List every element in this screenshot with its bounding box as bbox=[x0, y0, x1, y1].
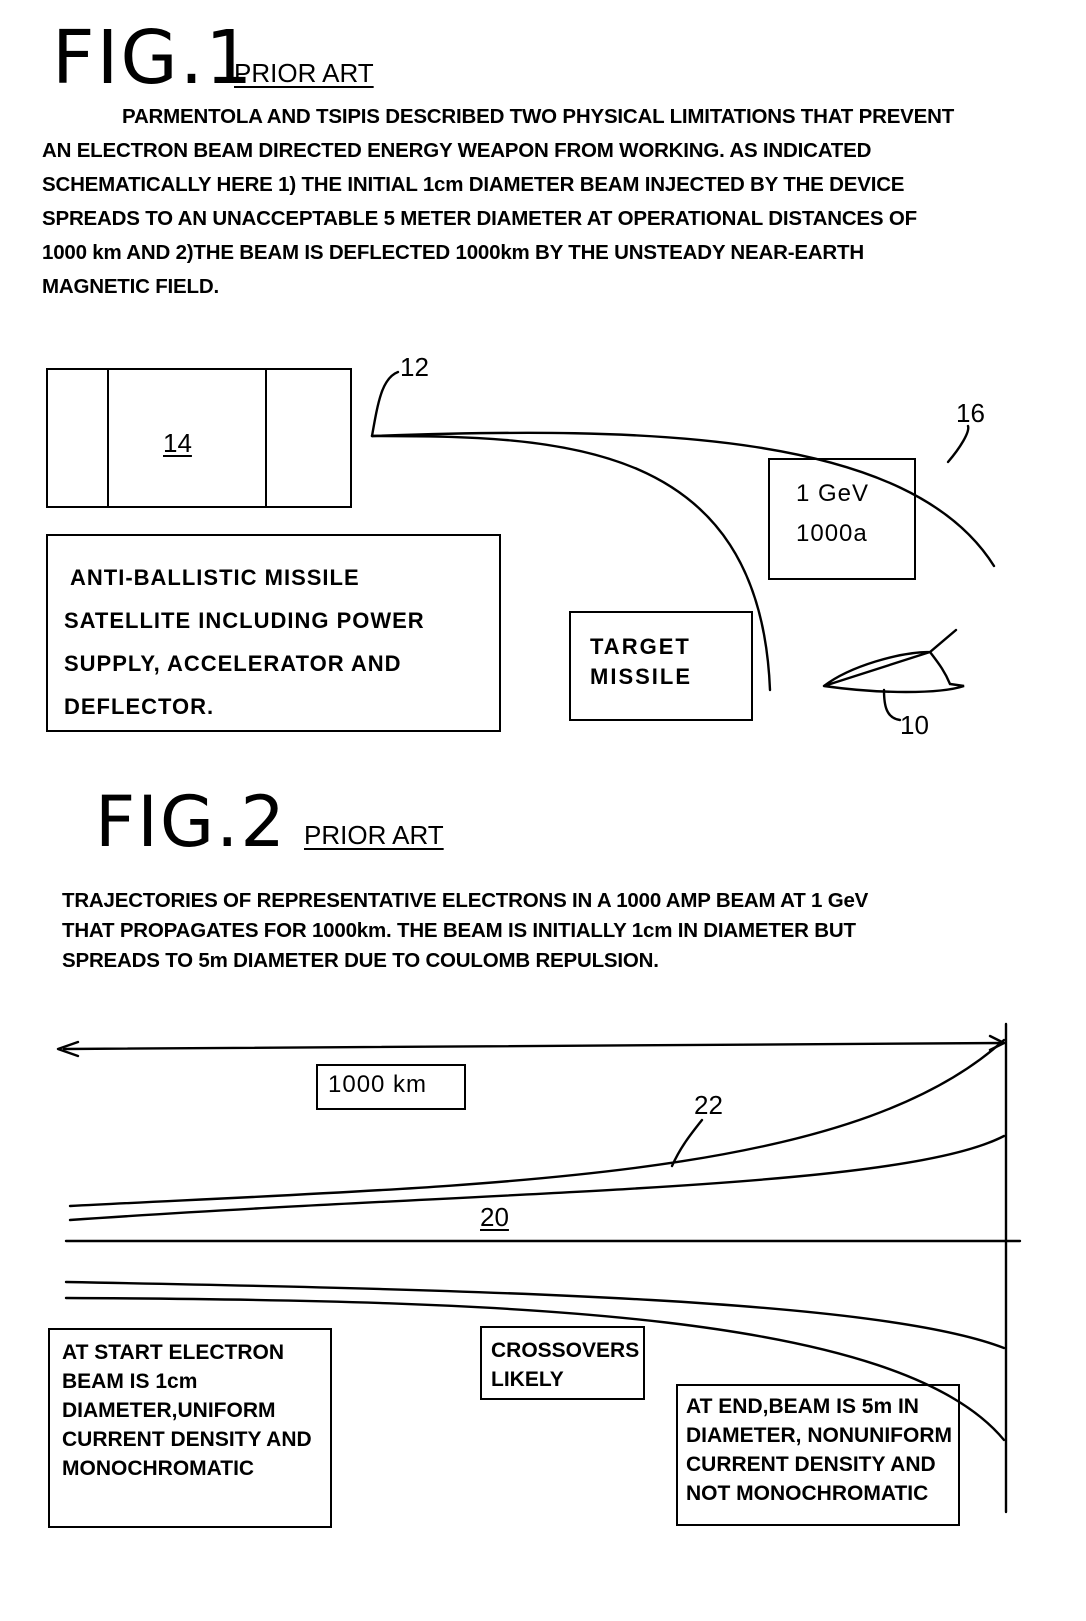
fig1-description-line: SPREADS TO AN UNACCEPTABLE 5 METER DIAME… bbox=[42, 207, 917, 230]
distance-label: 1000 km bbox=[328, 1071, 428, 1098]
end-condition-line: NOT MONOCHROMATIC bbox=[686, 1482, 929, 1505]
start-condition-box bbox=[48, 1328, 332, 1528]
fig1-description-line: PARMENTOLA AND TSIPIS DESCRIBED TWO PHYS… bbox=[122, 105, 955, 128]
start-condition-line: MONOCHROMATIC bbox=[62, 1457, 255, 1480]
trajectory-inner-upper-20 bbox=[68, 1134, 1006, 1222]
leader-16 bbox=[946, 424, 970, 464]
start-condition-line: CURRENT DENSITY AND bbox=[62, 1428, 312, 1451]
fig1-description-line: SCHEMATICALLY HERE 1) THE INITIAL 1cm DI… bbox=[42, 173, 905, 196]
target-missile-line: MISSILE bbox=[590, 664, 693, 689]
ref-numeral-22: 22 bbox=[694, 1090, 723, 1120]
crossover-line: LIKELY bbox=[491, 1368, 564, 1391]
fig2-description-line: THAT PROPAGATES FOR 1000km. THE BEAM IS … bbox=[62, 919, 856, 942]
target-missile-icon bbox=[822, 628, 965, 694]
satellite-description-line: SUPPLY, ACCELERATOR AND bbox=[64, 651, 402, 676]
fig1-description-line: 1000 km AND 2)THE BEAM IS DEFLECTED 1000… bbox=[42, 241, 864, 264]
end-condition-line: DIAMETER, NONUNIFORM bbox=[686, 1424, 952, 1447]
satellite-description: ANTI-BALLISTIC MISSILE SATELLITE INCLUDI… bbox=[64, 556, 425, 728]
crossover-line: CROSSOVERS bbox=[491, 1339, 640, 1362]
fig1-beam-path-16 bbox=[370, 431, 996, 568]
start-condition-line: BEAM IS 1cm bbox=[62, 1370, 198, 1393]
fig2-description-line: SPREADS TO 5m DIAMETER DUE TO COULOMB RE… bbox=[62, 949, 659, 972]
end-condition-line: CURRENT DENSITY AND bbox=[686, 1453, 936, 1476]
fig1-description-line: MAGNETIC FIELD. bbox=[42, 275, 219, 298]
energy-label-line: 1000a bbox=[796, 520, 868, 547]
distance-arrow-line bbox=[62, 1041, 1006, 1051]
distance-arrow-left-head bbox=[56, 1040, 80, 1058]
crossover-label: CROSSOVERS LIKELY bbox=[491, 1336, 639, 1394]
fig2-title: FIG.2 bbox=[95, 781, 287, 863]
energy-label: 1 GeV 1000a bbox=[796, 474, 869, 554]
satellite-description-line: DEFLECTOR. bbox=[64, 694, 215, 719]
end-condition-line: AT END,BEAM IS 5m IN bbox=[686, 1395, 919, 1418]
ref-numeral-10: 10 bbox=[900, 710, 929, 740]
satellite-device-box bbox=[46, 368, 352, 508]
satellite-description-box bbox=[46, 534, 501, 732]
start-condition-line: AT START ELECTRON bbox=[62, 1341, 285, 1364]
target-missile-label: TARGET MISSILE bbox=[590, 632, 692, 692]
ref-numeral-14: 14 bbox=[163, 428, 192, 458]
energy-label-box bbox=[768, 458, 916, 580]
trajectory-inner-lower bbox=[64, 1280, 1006, 1350]
fig1-beam-path-deflected bbox=[370, 434, 772, 692]
trajectory-outer-lower bbox=[64, 1296, 1006, 1442]
ref-numeral-12: 12 bbox=[400, 352, 429, 382]
fig1-description: PARMENTOLA AND TSIPIS DESCRIBED TWO PHYS… bbox=[42, 100, 1052, 304]
satellite-description-line: ANTI-BALLISTIC MISSILE bbox=[70, 565, 360, 590]
leader-10 bbox=[882, 688, 902, 722]
fig2-prior-art-label: PRIOR ART bbox=[304, 820, 444, 850]
fig2-description-line: TRAJECTORIES OF REPRESENTATIVE ELECTRONS… bbox=[62, 889, 869, 912]
distance-label-box bbox=[316, 1064, 466, 1110]
energy-label-line: 1 GeV bbox=[796, 480, 870, 507]
ref-numeral-16: 16 bbox=[956, 398, 985, 428]
satellite-divider-left bbox=[107, 368, 109, 508]
leader-22 bbox=[670, 1118, 704, 1168]
fig1-prior-art-label: PRIOR ART bbox=[234, 58, 374, 88]
satellite-divider-right bbox=[265, 368, 267, 508]
end-condition-box bbox=[676, 1384, 960, 1526]
fig1-description-line: AN ELECTRON BEAM DIRECTED ENERGY WEAPON … bbox=[42, 139, 872, 162]
target-missile-line: TARGET bbox=[590, 634, 691, 659]
start-condition-label: AT START ELECTRON BEAM IS 1cm DIAMETER,U… bbox=[62, 1338, 312, 1483]
leader-12 bbox=[370, 370, 400, 438]
trajectory-outer-upper-22 bbox=[68, 1038, 1006, 1208]
fig2-description: TRAJECTORIES OF REPRESENTATIVE ELECTRONS… bbox=[62, 886, 1052, 976]
end-condition-label: AT END,BEAM IS 5m IN DIAMETER, NONUNIFOR… bbox=[686, 1392, 952, 1508]
target-missile-box bbox=[569, 611, 753, 721]
start-condition-line: DIAMETER,UNIFORM bbox=[62, 1399, 276, 1422]
ref-numeral-20: 20 bbox=[480, 1202, 509, 1232]
satellite-description-line: SATELLITE INCLUDING POWER bbox=[64, 608, 425, 633]
crossover-box bbox=[480, 1326, 645, 1400]
fig1-title: FIG.1 bbox=[52, 15, 255, 101]
